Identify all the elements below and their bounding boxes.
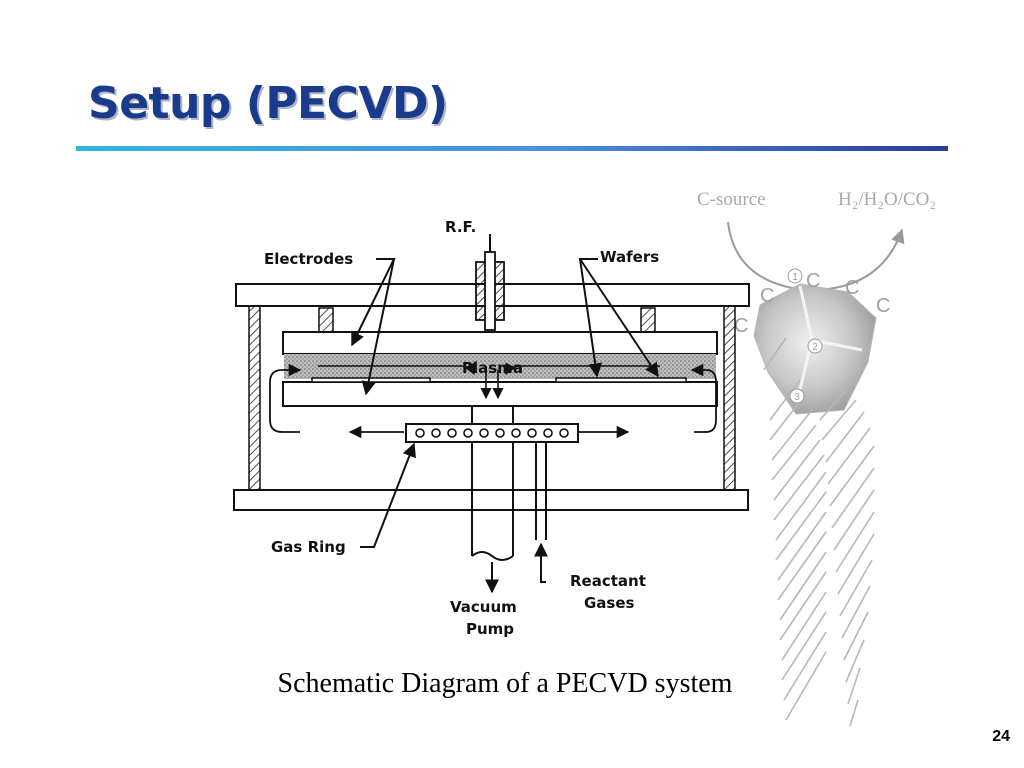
growth-streaks (763, 337, 875, 727)
reactant-label: Reactant (570, 572, 646, 590)
carbon-atom-2: C (806, 270, 820, 292)
c-source-label: C-source (697, 189, 766, 210)
step-2-label: 2 (812, 342, 818, 353)
step-1-label: 1 (792, 272, 798, 283)
rf-feed-rod (484, 251, 496, 331)
slide-title: Setup (PECVD) (88, 78, 448, 129)
electrodes-label: Electrodes (264, 250, 353, 268)
right-wafer (555, 377, 687, 383)
bottom-electrode (282, 381, 718, 407)
pecvd-schematic: R.F. Electrodes Wafers Plasma Gas Ring V… (233, 218, 750, 638)
diagram-caption: Schematic Diagram of a PECVD system (277, 668, 733, 699)
gas-ring-holes (415, 428, 569, 438)
pump-label: Pump (466, 620, 514, 638)
gases-label: Gases (584, 594, 635, 612)
step-3-label: 3 (794, 392, 800, 403)
gas-ring (405, 423, 579, 443)
page-number: 24 (992, 728, 1010, 745)
carbon-atom-1: C (760, 285, 774, 307)
diamond-growth-graphic: C-source H₂/H₂O/CO₂ (697, 189, 936, 727)
reactant-pipe (534, 442, 548, 583)
vacuum-label: Vacuum (450, 598, 517, 616)
bottom-plate (233, 489, 749, 511)
rf-label: R.F. (445, 218, 476, 236)
top-electrode (282, 331, 718, 355)
left-chamber-wall (248, 305, 261, 491)
right-chamber-wall (723, 305, 736, 491)
carbon-atom-4: C (876, 295, 890, 317)
title-underline (76, 146, 948, 151)
gas-ring-label: Gas Ring (271, 538, 346, 556)
carbon-atom-3: C (845, 277, 859, 299)
carbon-atom-5: C (734, 315, 748, 337)
left-insulator (318, 307, 334, 333)
left-wafer (311, 377, 431, 383)
vacuum-pipe (471, 406, 514, 594)
products-label: H₂/H₂O/CO₂ (838, 189, 936, 210)
step-markers: 1 2 3 (787, 268, 823, 404)
right-insulator (640, 307, 656, 333)
plasma-label: Plasma (462, 359, 523, 377)
wafers-label: Wafers (600, 248, 659, 266)
